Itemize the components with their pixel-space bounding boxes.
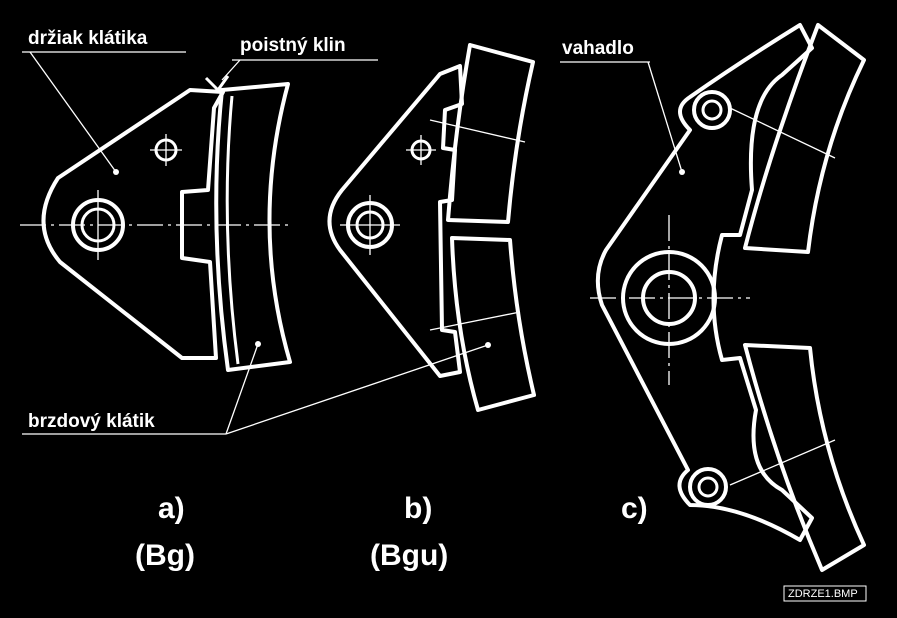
leader-holder [29, 51, 117, 173]
pin-c-top-inner [701, 99, 723, 121]
caption-b-code: (Bgu) [370, 539, 448, 572]
holder-b-outline [327, 64, 464, 378]
file-tag-text: ZDRZE1.BMP [788, 588, 858, 600]
figure-c [590, 23, 866, 572]
pin-c-top-outer [692, 90, 732, 130]
pin-c-bottom-inner [697, 476, 719, 498]
label-shoe: brzdový klátik [28, 411, 155, 432]
shoe-b-top [446, 43, 535, 224]
wedge-a-tip [204, 75, 230, 92]
shoe-c-bottom [743, 343, 866, 572]
leader-rocker [647, 61, 683, 173]
label-rocker: vahadlo [562, 38, 634, 59]
leader-wedge [221, 59, 241, 81]
shoe-c-top [743, 23, 866, 254]
axis-c-top [729, 107, 836, 159]
axis-b-top [429, 119, 526, 143]
file-tag: ZDRZE1.BMP [783, 585, 867, 602]
shoe-a-inner [225, 95, 240, 365]
axis-b-bottom [429, 311, 521, 331]
label-holder: držiak klátika [28, 28, 148, 49]
caption-b-letter: b) [404, 492, 432, 525]
caption-a-letter: a) [158, 492, 185, 525]
figure-b [327, 43, 536, 412]
label-wedge: poistný klin [240, 35, 346, 56]
shoe-b-bottom [450, 236, 536, 412]
leader-shoe-a [225, 343, 259, 435]
leader-shoe-b [225, 344, 489, 435]
caption-c-letter: c) [621, 492, 648, 525]
leader-lines [22, 51, 683, 435]
pin-c-bottom-outer [688, 467, 728, 507]
rocker-outline [595, 23, 814, 542]
shoe-a-outline [214, 82, 292, 372]
axis-c-bottom [729, 439, 836, 486]
holder-a-outline [41, 88, 225, 360]
figure-a [20, 75, 292, 372]
file-tag-box [783, 585, 867, 602]
caption-a-code: (Bg) [135, 539, 195, 572]
